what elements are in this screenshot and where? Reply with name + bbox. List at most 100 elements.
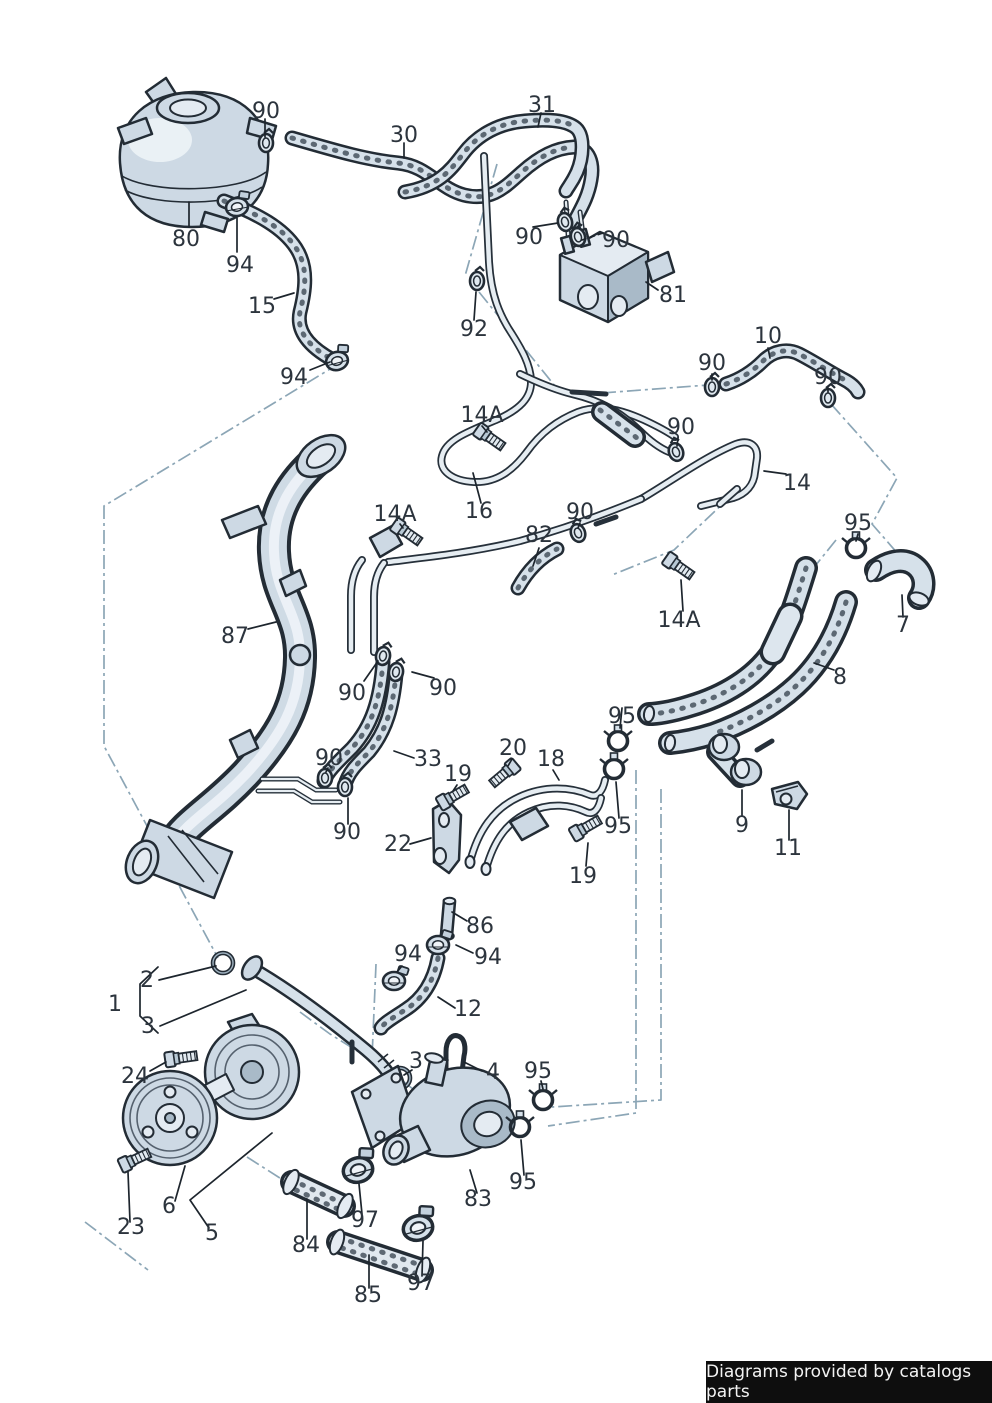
part-label-81: 81: [659, 283, 687, 308]
part-label-97: 97: [407, 1271, 435, 1296]
part-label-6: 6: [162, 1194, 176, 1219]
part-label-94: 94: [474, 945, 502, 970]
part-label-90: 90: [515, 225, 543, 250]
part-label-87: 87: [221, 624, 249, 649]
clamp-94-icon: [381, 964, 411, 992]
part-label-82: 82: [525, 523, 553, 548]
part-label-90: 90: [429, 676, 457, 701]
part-label-92: 92: [460, 317, 488, 342]
clip-4: [443, 1033, 468, 1083]
footer-credit-text: Diagrams provided by catalogs parts: [706, 1362, 972, 1402]
part-label-90: 90: [315, 746, 343, 771]
part-label-90: 90: [566, 500, 594, 525]
part-label-18: 18: [537, 747, 565, 772]
part-label-20: 20: [499, 736, 527, 761]
clamp-92-icon: [468, 265, 486, 292]
part-label-14A: 14A: [460, 403, 503, 428]
part-label-85: 85: [354, 1283, 382, 1308]
connector-9: [706, 732, 775, 788]
expansion-tank: [116, 76, 278, 234]
leader-lines: [127, 112, 904, 1289]
hose-10: [718, 343, 866, 400]
part-label-9: 9: [735, 813, 749, 838]
footer-credit-bar: Diagrams provided by catalogs parts: [706, 1361, 992, 1403]
part-label-14A: 14A: [373, 502, 416, 527]
part-label-12: 12: [454, 997, 482, 1022]
part-label-94: 94: [226, 253, 254, 278]
part-label-90: 90: [338, 681, 366, 706]
part-label-11: 11: [774, 836, 802, 861]
part-label-8: 8: [833, 665, 847, 690]
part-label-86: 86: [466, 914, 494, 939]
part-label-95: 95: [524, 1059, 552, 1084]
part-label-90: 90: [333, 820, 361, 845]
hose-15: [216, 193, 341, 368]
part-label-14A: 14A: [657, 608, 700, 633]
retaining-clip-11: [770, 780, 809, 811]
part-label-10: 10: [754, 324, 782, 349]
part-label-2: 2: [140, 968, 154, 993]
part-label-95: 95: [608, 704, 636, 729]
part-label-14: 14: [783, 471, 811, 496]
part-label-95: 95: [844, 511, 872, 536]
hose-8-group: [637, 556, 858, 755]
air-duct-87: [124, 433, 347, 900]
shutoff-valve-81: [558, 199, 676, 324]
part-label-4: 4: [486, 1060, 500, 1085]
part-label-84: 84: [292, 1233, 320, 1258]
pipe-85: [326, 1228, 434, 1284]
sleeved-pipe: [516, 370, 673, 456]
part-label-90: 90: [698, 351, 726, 376]
coolant-pump-5: [203, 1012, 301, 1121]
part-label-30: 30: [390, 123, 418, 148]
clamp-94-icon: [321, 340, 356, 374]
clamp-97-icon: [396, 1200, 443, 1246]
part-label-80: 80: [172, 227, 200, 252]
bolt-14a-icon: [660, 550, 698, 583]
part-label-90: 90: [667, 415, 695, 440]
clamp-97-icon: [336, 1142, 383, 1188]
water-pipe: [240, 955, 398, 1085]
part-label-16: 16: [465, 499, 493, 524]
bracket-22: [431, 798, 463, 875]
part-label-95: 95: [604, 814, 632, 839]
pulley-6: [121, 1069, 219, 1167]
part-label-19: 19: [569, 864, 597, 889]
hose-30: [284, 130, 600, 230]
part-label-7: 7: [896, 613, 910, 638]
elbow-hose-7: [864, 549, 936, 610]
bolt-19-icon: [567, 812, 605, 843]
part-label-90: 90: [252, 99, 280, 124]
bolt-24-icon: [163, 1047, 199, 1069]
part-label-15: 15: [248, 294, 276, 319]
part-label-33: 33: [414, 747, 442, 772]
hose-31: [397, 112, 590, 200]
bolt-20-icon: [486, 756, 523, 791]
thermostat-housing-83: [350, 1052, 516, 1166]
part-label-90: 90: [814, 365, 842, 390]
part-label-22: 22: [384, 832, 412, 857]
part-label-94: 94: [280, 365, 308, 390]
part-label-1: 1: [108, 992, 122, 1017]
part-label-19: 19: [444, 762, 472, 787]
part-label-24: 24: [121, 1064, 149, 1089]
part-label-3: 3: [141, 1014, 155, 1039]
hose-82: [510, 514, 619, 596]
pipe-84: [280, 1168, 356, 1220]
part-label-31: 31: [528, 93, 556, 118]
part-label-95: 95: [509, 1170, 537, 1195]
clip-95-icon: [598, 751, 630, 781]
part-label-3: 3: [409, 1049, 423, 1074]
coolant-pipe-14: [347, 438, 762, 656]
part-label-5: 5: [205, 1221, 219, 1246]
part-label-90: 90: [602, 228, 630, 253]
hose-12: [373, 950, 446, 1036]
o-ring-2: [213, 953, 233, 973]
part-label-23: 23: [117, 1215, 145, 1240]
heater-pipes-18: [464, 776, 609, 876]
part-label-94: 94: [394, 942, 422, 967]
part-label-83: 83: [464, 1187, 492, 1212]
part-label-97: 97: [351, 1208, 379, 1233]
